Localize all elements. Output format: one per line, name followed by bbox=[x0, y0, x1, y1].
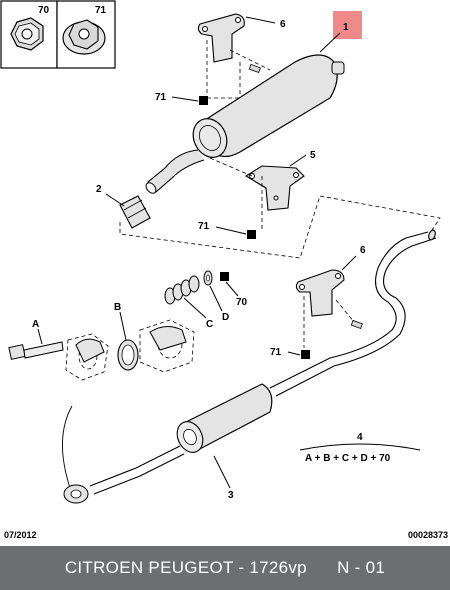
part-a-label: A bbox=[32, 319, 39, 330]
bracket-6-mid bbox=[295, 269, 363, 330]
bracket-5 bbox=[244, 165, 305, 211]
legend-label-70: 70 bbox=[38, 5, 50, 16]
footer-bar: CITROEN PEUGEOT - 1726vp N - 01 bbox=[0, 546, 450, 590]
part-6-mid-label: 6 bbox=[360, 245, 366, 256]
intermediate-pipe bbox=[269, 229, 437, 397]
part-1-label: 1 bbox=[343, 22, 349, 33]
clamp-2 bbox=[119, 195, 151, 229]
part-b-label: B bbox=[114, 302, 121, 313]
part-c-label: C bbox=[206, 319, 213, 330]
part-71-c-label: 71 bbox=[270, 347, 282, 358]
part-1-highlight bbox=[333, 11, 362, 39]
footer-sheet: N - 01 bbox=[337, 558, 386, 577]
part-5-label: 5 bbox=[310, 150, 316, 161]
footer-brand: CITROEN PEUGEOT - 1726vp bbox=[64, 558, 307, 577]
hex-nut-icon bbox=[10, 17, 44, 51]
part-3-label: 3 bbox=[228, 490, 234, 501]
part-71-a-label: 71 bbox=[155, 92, 167, 103]
part-2-label: 2 bbox=[96, 184, 102, 195]
kit-formula: A + B + C + D + 70 bbox=[305, 453, 391, 464]
part-4-label: 4 bbox=[357, 432, 363, 443]
gasket-b bbox=[117, 339, 139, 371]
front-silencer bbox=[63, 383, 273, 504]
part-71-b-label: 71 bbox=[198, 221, 210, 232]
bracket-6-top bbox=[197, 13, 261, 74]
spring-c bbox=[164, 275, 200, 305]
doc-number: 00028373 bbox=[407, 530, 448, 540]
date-code: 07/2012 bbox=[4, 530, 37, 540]
part-70-label: 70 bbox=[236, 297, 248, 308]
legend-label-71: 71 bbox=[95, 5, 107, 16]
legend-box-70: 70 bbox=[0, 0, 58, 69]
washer-d bbox=[203, 270, 213, 286]
flanged-nut-icon bbox=[62, 19, 106, 55]
legend-box-71: 71 bbox=[56, 0, 116, 69]
rear-silencer bbox=[145, 54, 345, 194]
part-d-label: D bbox=[222, 312, 229, 323]
part-6-top-label: 6 bbox=[280, 19, 286, 30]
bolt-a bbox=[8, 341, 64, 360]
